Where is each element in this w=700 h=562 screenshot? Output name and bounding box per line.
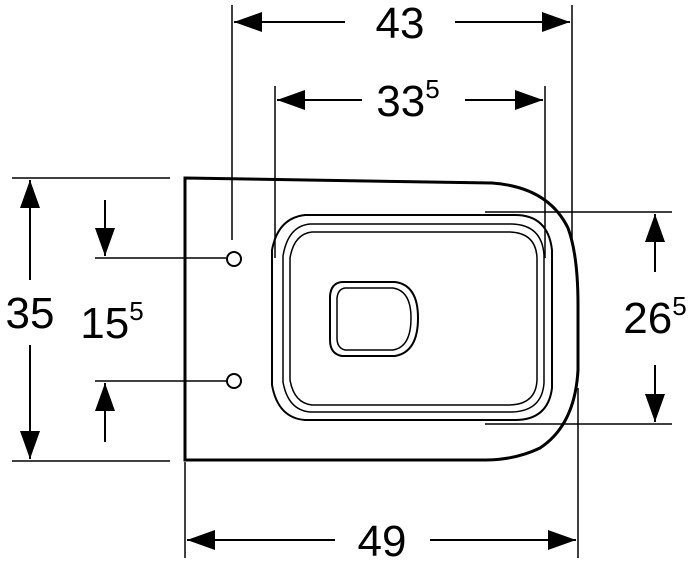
- arrow-top-right: [542, 12, 570, 32]
- drain-opening: [329, 281, 420, 357]
- toilet-body-outline: [183, 176, 580, 462]
- dim-label-bottom-width: 49: [358, 517, 407, 562]
- arrow-right-top: [645, 214, 665, 242]
- drain-opening-inner: [336, 287, 412, 351]
- arrow-left-bottom: [20, 431, 40, 459]
- arrow-bottom-right: [548, 530, 576, 550]
- arrow-fixing-lower: [95, 383, 115, 411]
- dim-label-top-width: 43: [376, 0, 425, 48]
- bowl-rim-inner: [282, 223, 545, 413]
- dim-label-inner-width: 335: [376, 74, 439, 126]
- arrow-bottom-left: [187, 530, 215, 550]
- arrow-left-top: [20, 180, 40, 208]
- arrow-inner-right: [515, 90, 543, 110]
- arrow-right-bottom: [645, 394, 665, 422]
- dim-label-fixing-spacing: 155: [80, 296, 143, 348]
- dim-label-bowl-depth: 265: [623, 291, 686, 343]
- bowl-rim-outer: [271, 214, 553, 421]
- arrow-fixing-upper: [95, 228, 115, 256]
- mounting-hole-lower: [226, 373, 242, 389]
- bowl-rim-innermost: [289, 231, 538, 406]
- mounting-hole-upper: [226, 251, 242, 267]
- dim-label-overall-height: 35: [6, 289, 55, 338]
- arrow-top-left: [234, 12, 262, 32]
- arrow-inner-left: [277, 90, 305, 110]
